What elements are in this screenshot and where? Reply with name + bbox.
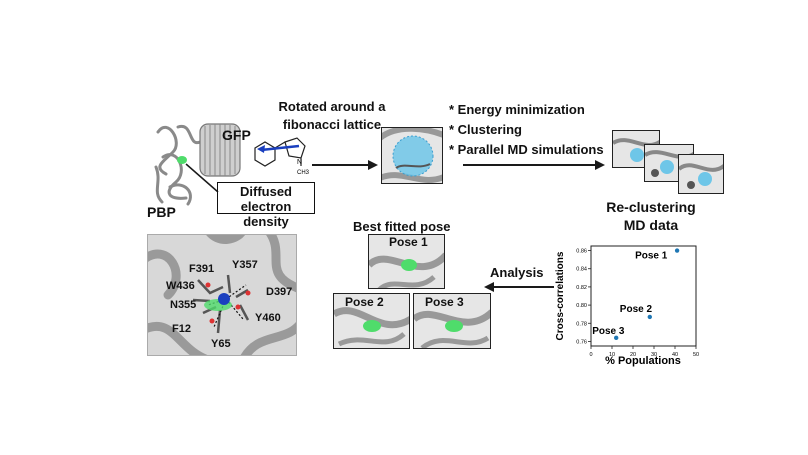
step-parallel-md: * Parallel MD simulations [449,142,604,157]
y-tick-label: 0.80 [576,303,587,309]
pose-1-label: Pose 1 [389,235,428,249]
pbp-label: PBP [147,204,176,220]
pose-2-image [333,293,410,349]
pbp-gfp-protein-image [154,123,241,206]
data-point [647,314,652,320]
gfp-label: GFP [222,127,251,143]
reclustering-label: Re-clustering MD data [606,199,696,233]
binding-site-image [147,234,297,356]
density-label-box: Diffused electron density [217,182,315,229]
y-tick-label: 0.78 [576,321,587,327]
point-label: Pose 1 [635,251,668,262]
pose-3-image [413,293,491,349]
x-tick-label: 40 [672,352,678,358]
residue-y460: Y460 [255,312,281,324]
y-tick-label: 0.82 [576,285,587,291]
residue-n355: N355 [170,299,197,311]
residue-w436: W436 [166,280,195,292]
x-tick-label: 50 [693,352,699,358]
pose-2-label: Pose 2 [345,295,384,309]
residue-f12: F12 [172,323,191,335]
plot-area [590,245,697,347]
x-tick-label: 10 [609,352,615,358]
residue-y65: Y65 [211,338,231,350]
point-label: Pose 3 [592,326,625,337]
step-clustering: * Clustering [449,122,522,137]
cross-correlation-scatter-chart: 0 10 20 30 40 50 0.76 0.78 0.80 0.82 0.84 0.86 Pose… [555,245,699,367]
analysis-label: Analysis [490,265,544,280]
residue-d397: D397 [266,286,293,298]
pose-3-label: Pose 3 [425,295,464,309]
analysis-arrow [484,282,554,292]
step-energy-minimization: * Energy minimization [449,102,585,117]
point-label: Pose 2 [620,304,653,315]
data-point [674,248,680,253]
x-tick-label: 0 [589,352,592,358]
arrow-to-md-frames [463,160,605,170]
x-axis-label: % Populations [605,355,681,367]
residue-y357: Y357 [232,259,258,271]
arrow-to-density [312,160,378,170]
residue-f391: F391 [189,263,215,275]
y-tick-label: 0.84 [576,267,587,273]
ligand-ch3-label: CH3 [297,170,310,176]
best-pose-title: Best fitted pose [353,219,451,234]
ligand-structure: N CH3 [254,137,310,176]
x-tick-label: 30 [651,352,657,358]
data-point [614,335,619,341]
md-frame-3 [678,154,724,194]
pose-1-image [368,234,445,289]
y-tick-label: 0.86 [576,249,587,255]
x-tick-label: 20 [630,352,636,358]
ligand-n-label: N [297,159,302,166]
density-sphere-image [381,127,443,184]
y-tick-label: 0.76 [576,339,587,345]
rotation-label: Rotated around a fibonacci lattice [278,99,386,132]
y-axis-label: Cross-correlations [555,251,566,340]
